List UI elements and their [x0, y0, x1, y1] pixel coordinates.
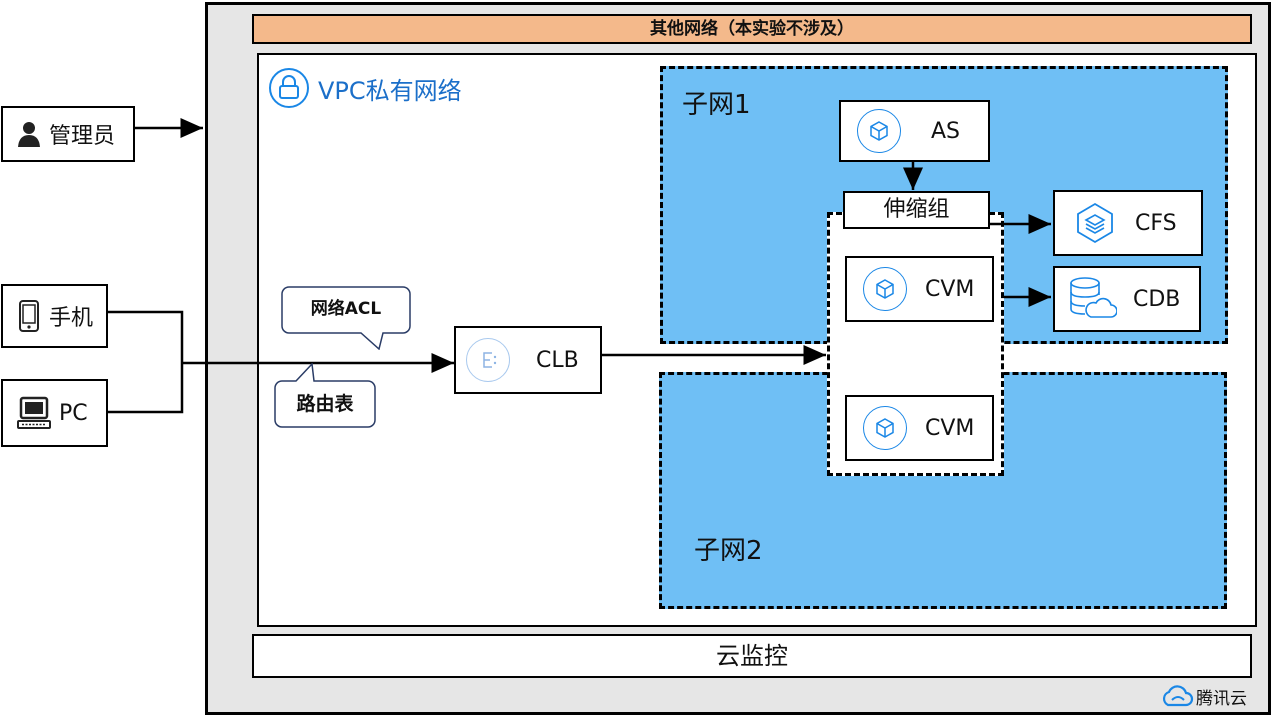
scaling-group-label: 伸缩组 [843, 191, 990, 229]
subnet-1-label: 子网1 [682, 90, 751, 120]
phone-label: 手机 [49, 306, 94, 331]
cfs-label: CFS [1135, 210, 1177, 236]
pc-box: PC [1, 379, 108, 447]
cloud-logo-icon [1162, 685, 1194, 707]
cfs-icon [1073, 201, 1117, 245]
cloud-monitor-bar: 云监控 [252, 634, 1252, 678]
cvm-1-label: CVM [925, 276, 975, 302]
cvm-icon [863, 267, 907, 311]
cvm-box-2: CVM [845, 395, 994, 461]
lock-icon [269, 68, 309, 108]
pc-label: PC [59, 400, 88, 426]
client-bracket [108, 310, 184, 414]
admin-label: 管理员 [49, 124, 116, 149]
vpc-title: VPC私有网络 [268, 66, 462, 110]
cdb-box: CDB [1053, 266, 1201, 332]
cdb-icon [1065, 275, 1117, 323]
phone-box: 手机 [1, 284, 108, 348]
route-table-callout: 路由表 [274, 363, 376, 429]
cvm-box-1: CVM [845, 256, 994, 322]
subnet-2-label: 子网2 [694, 536, 763, 566]
clb-label: CLB [536, 347, 579, 373]
vpc-title-text: VPC私有网络 [318, 76, 462, 105]
clb-box: CLB [454, 326, 602, 394]
phone-icon [17, 300, 41, 332]
tencent-cloud-logo: 腾讯云 [1160, 681, 1247, 711]
cdb-label: CDB [1133, 286, 1181, 312]
acl-label: 网络ACL [310, 299, 382, 319]
admin-box: 管理员 [1, 106, 135, 162]
brand-text: 腾讯云 [1196, 688, 1247, 709]
user-icon [17, 119, 41, 149]
as-icon [857, 109, 901, 153]
clb-icon [466, 338, 510, 382]
cvm-icon [863, 406, 907, 450]
route-table-label: 路由表 [296, 393, 354, 415]
cfs-box: CFS [1053, 190, 1203, 256]
as-box: AS [839, 100, 990, 162]
pc-icon [17, 396, 51, 429]
other-network-banner: 其他网络（本实验不涉及） [252, 14, 1252, 44]
as-label: AS [931, 118, 961, 144]
acl-callout: 网络ACL [281, 286, 411, 350]
cvm-2-label: CVM [925, 415, 975, 441]
